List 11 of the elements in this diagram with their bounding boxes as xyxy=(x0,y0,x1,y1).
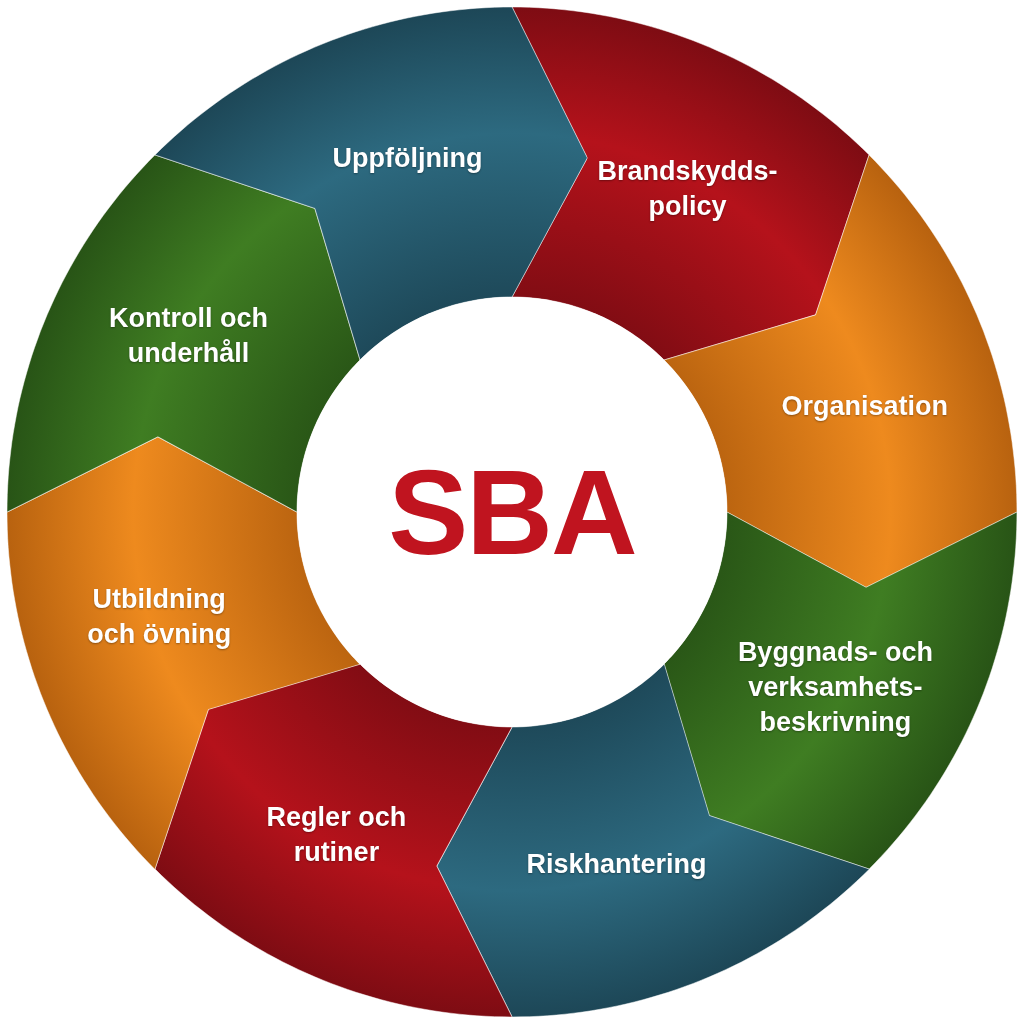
segment-label: Utbildning och övning xyxy=(86,582,233,651)
segment-label: Riskhantering xyxy=(526,848,707,882)
segment-label: Brandskydds- policy xyxy=(596,154,779,223)
segment-label: Organisation xyxy=(780,390,950,424)
cycle-segment xyxy=(512,7,870,360)
segment-label: Kontroll och underhåll xyxy=(108,302,270,371)
segment-label: Regler och rutiner xyxy=(265,801,408,870)
segment-label: Uppföljning xyxy=(331,142,484,176)
segment-label: Byggnads- och verksamhets- beskrivning xyxy=(736,635,934,740)
cycle-segment xyxy=(154,664,512,1017)
center-label: SBA xyxy=(388,444,636,581)
